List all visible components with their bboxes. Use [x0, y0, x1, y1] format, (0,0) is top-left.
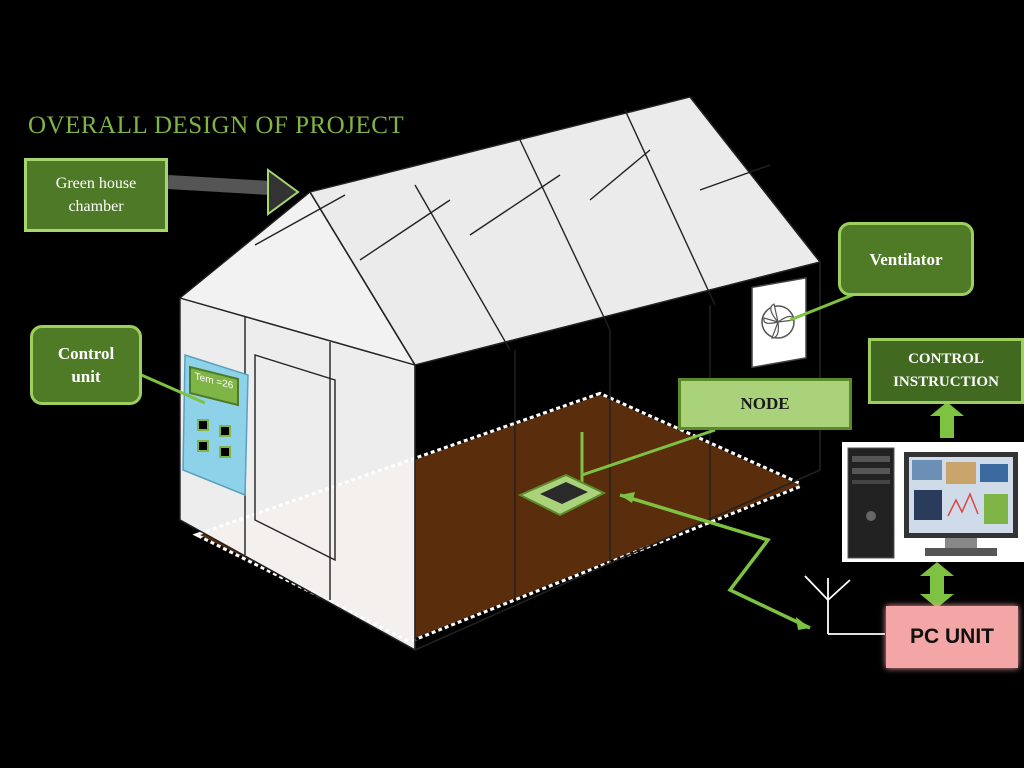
pc-unit-label: PC UNIT: [886, 606, 1018, 668]
control-unit-pointer: [129, 368, 206, 405]
sensor-node-icon: [517, 432, 607, 517]
node-label: NODE: [678, 378, 852, 430]
greenhouse-arrow-line: [167, 175, 271, 195]
node-pointer: [581, 428, 716, 477]
antenna-icon: [804, 575, 885, 635]
wireless-link: [619, 493, 811, 630]
control-unit-label: Control unit: [30, 325, 142, 405]
greenhouse-chamber-label: Green house chamber: [24, 158, 168, 232]
pc-link-arrow: [920, 562, 954, 608]
computer-icon: [842, 442, 1024, 562]
page-title: OVERALL DESIGN OF PROJECT: [28, 112, 405, 139]
greenhouse-arrow-head: [267, 168, 300, 216]
ventilator-label: Ventilator: [838, 222, 974, 296]
control-instruction-label: CONTROL INSTRUCTION: [868, 338, 1024, 404]
fan-icon: [751, 276, 807, 369]
control-instruction-arrow: [930, 402, 964, 438]
